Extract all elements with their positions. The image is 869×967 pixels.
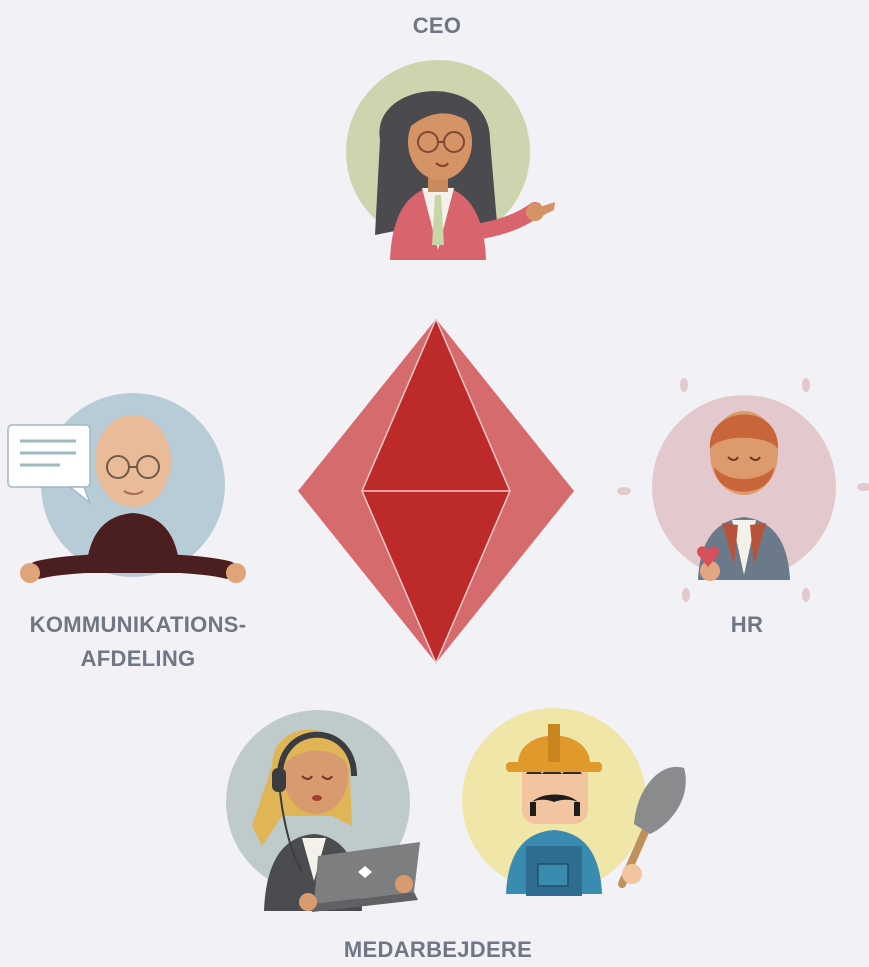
ceo-portrait — [346, 60, 555, 260]
headset-icon — [272, 731, 357, 872]
support-agent-portrait — [226, 710, 420, 912]
communication-label-line1: KOMMUNIKATIONS- — [29, 612, 247, 637]
employees-label: MEDARBEJDERE — [343, 937, 533, 962]
ceo-label: CEO — [412, 13, 462, 38]
hr-label: HR — [730, 612, 764, 637]
communication-label: KOMMUNIKATIONS- AFDELING — [0, 608, 276, 676]
communication-portrait — [7, 393, 246, 583]
hr-portrait — [617, 378, 869, 602]
speech-bubble-icon — [7, 424, 92, 506]
communication-label-line2: AFDELING — [80, 646, 196, 671]
laptop-icon — [312, 842, 420, 912]
construction-worker-portrait — [462, 708, 686, 896]
heart-icon — [697, 546, 720, 581]
diamond-icon — [298, 318, 574, 665]
